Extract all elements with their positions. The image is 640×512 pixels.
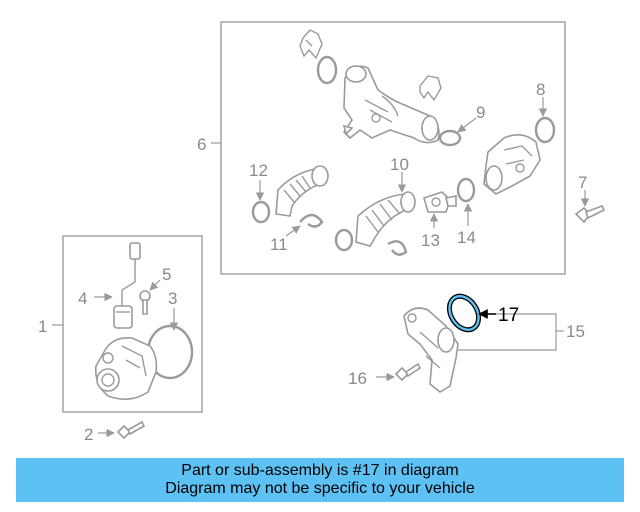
banner-line-2: Diagram may not be specific to your vehi…: [165, 480, 475, 497]
callout-2: 2: [84, 425, 93, 444]
electrical-connector-4: [113, 242, 141, 329]
coolant-flange-15: [403, 307, 459, 393]
thermostat-housing: [483, 134, 541, 195]
callout-3: 3: [168, 289, 177, 308]
leader-9: [457, 117, 477, 133]
info-banner: Part or sub-assembly is #17 in diagram D…: [16, 458, 624, 502]
callout-14: 14: [457, 228, 476, 247]
clip-10-bottom: [387, 240, 408, 256]
callout-17: 17: [498, 305, 519, 326]
callout-6: 6: [197, 135, 206, 154]
banner-line-1: Part or sub-assembly is #17 in diagram: [181, 462, 459, 479]
callout-7: 7: [578, 173, 587, 192]
callout-5: 5: [162, 265, 171, 284]
o-ring-12: [251, 200, 271, 224]
callout-11: 11: [270, 235, 288, 254]
callout-16: 16: [348, 369, 367, 388]
callout-10: 10: [390, 155, 409, 174]
leader-5: [149, 279, 161, 291]
o-ring-9: [438, 129, 462, 147]
callout-15: 15: [566, 322, 585, 341]
bolt-7: [574, 204, 606, 224]
callout-12: 12: [249, 161, 268, 180]
o-ring-14: [456, 177, 476, 203]
coolant-hose-12: [275, 165, 329, 217]
o-ring-top: [316, 55, 338, 85]
gasket-17-highlight-fill: [448, 295, 480, 331]
bolt-5: [139, 290, 151, 315]
o-ring-10: [334, 228, 354, 252]
leader-11: [285, 225, 301, 237]
callout-4: 4: [78, 289, 87, 308]
clip-11: [299, 213, 324, 228]
coolant-pipe-main: [342, 65, 440, 144]
leader-15: [458, 313, 557, 351]
callout-8: 8: [536, 80, 545, 99]
callout-1: 1: [38, 317, 47, 336]
callout-13: 13: [421, 231, 440, 250]
water-pump-1: [94, 336, 158, 400]
bolt-2: [116, 420, 146, 440]
retaining-clip-right: [419, 75, 442, 102]
coolant-hose-10: [355, 191, 416, 247]
o-ring-8: [534, 116, 556, 144]
callout-9: 9: [476, 103, 485, 122]
bolt-16: [394, 362, 422, 382]
retaining-clip-top: [299, 29, 323, 60]
temperature-sensor-13: [423, 191, 457, 213]
